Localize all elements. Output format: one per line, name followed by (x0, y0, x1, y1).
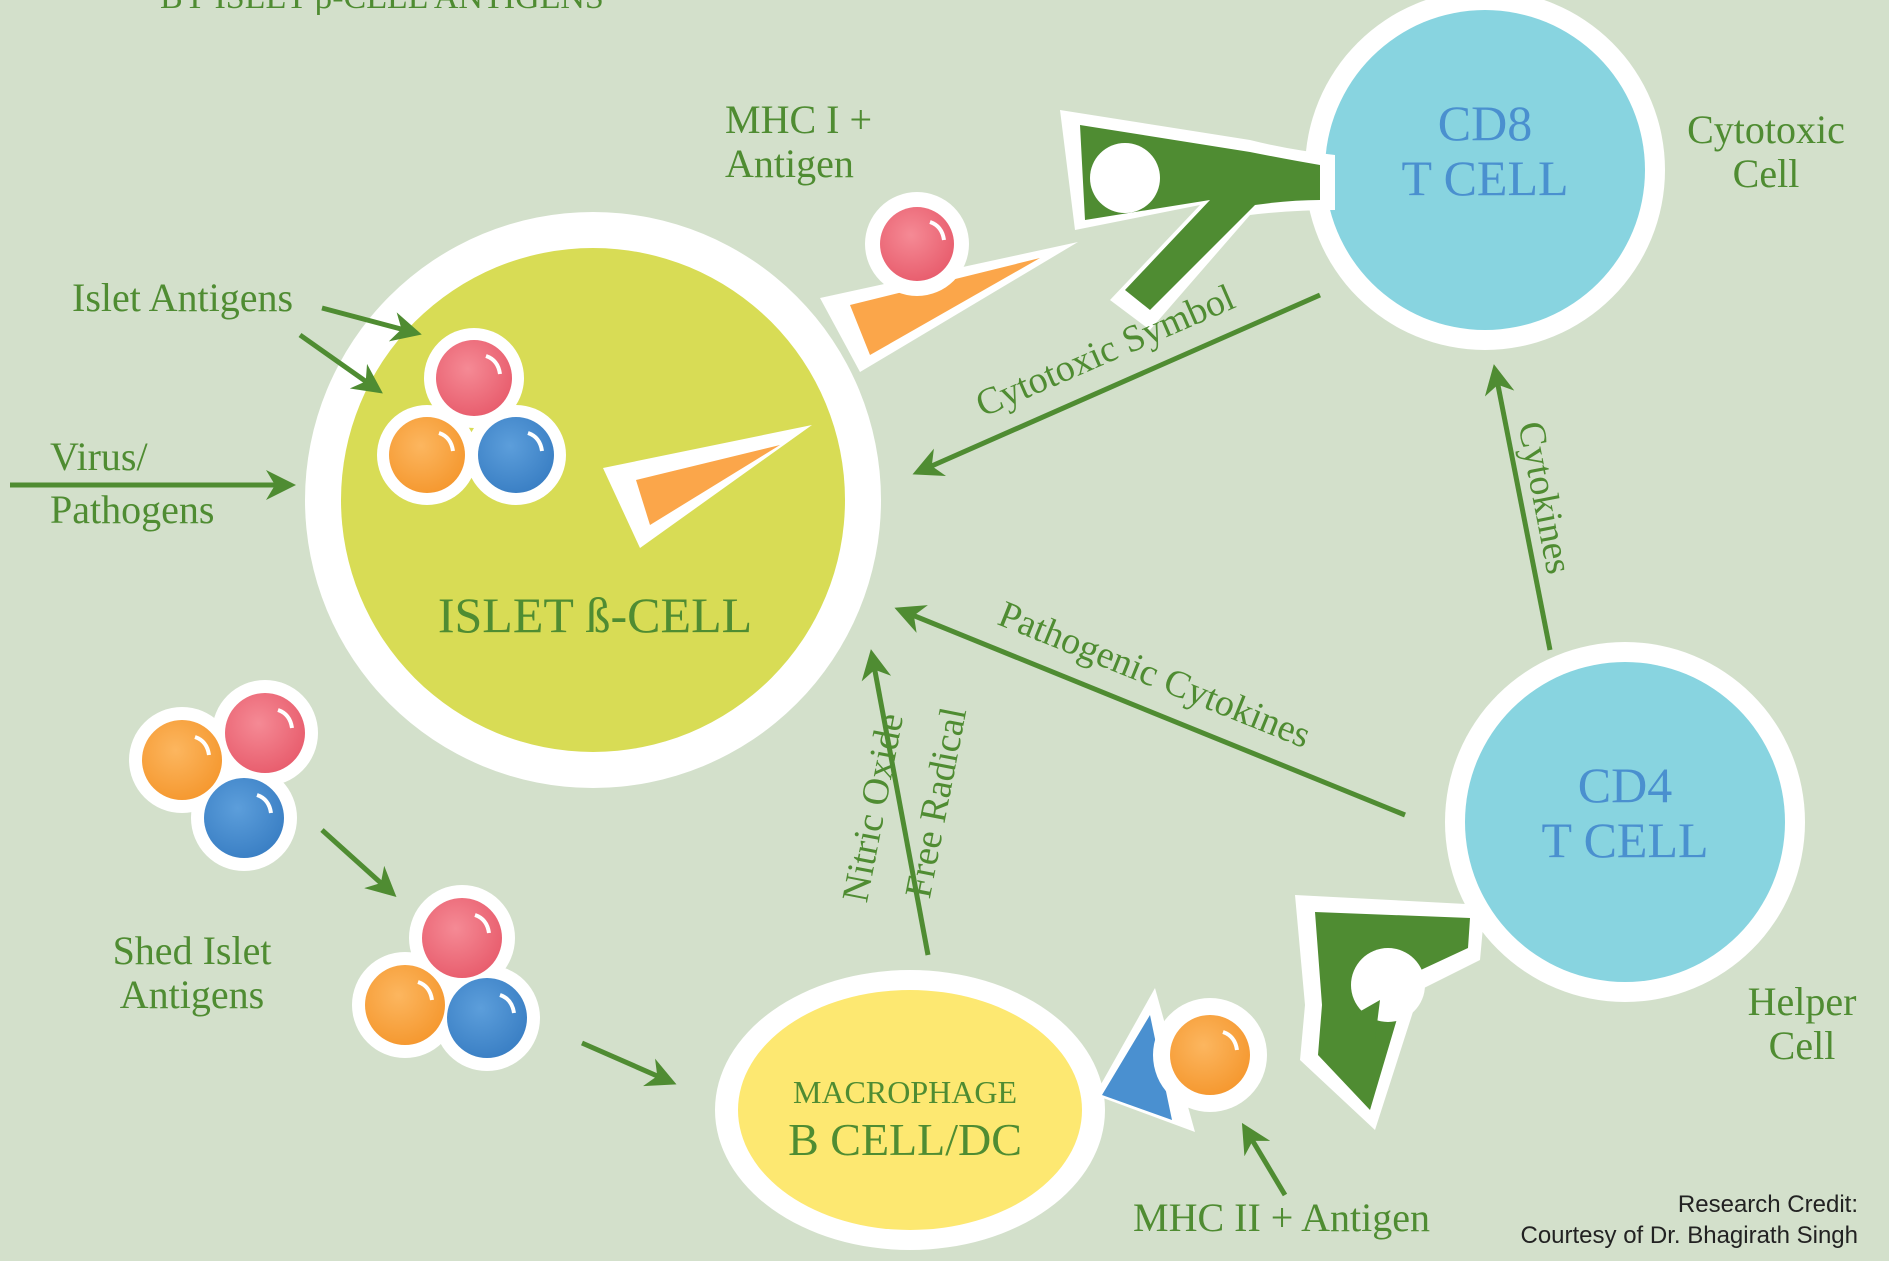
arrow-cytotoxic-symbol (912, 292, 1322, 477)
cd4-label-line1: CD4 (1578, 757, 1672, 813)
macrophage-label-line2: B CELL/DC (788, 1114, 1022, 1165)
helper-cell-label-line2: Cell (1769, 1023, 1836, 1068)
islet-antigens-label: Islet Antigens (72, 275, 293, 320)
mhc2-antigen-complex (1095, 988, 1267, 1132)
arrow-nitric-oxide (861, 649, 931, 956)
virus-label-line2: Pathogens (50, 487, 214, 532)
islet-internal-wedge (603, 425, 812, 548)
cd4-t-cell: CD4 T CELL (1445, 642, 1805, 1002)
cytotoxic-cell-label-line2: Cell (1733, 151, 1800, 196)
mhc2-label: MHC II + Antigen (1133, 1195, 1430, 1240)
islet-antigen-cluster (377, 328, 566, 505)
islet-cell-label: ISLET ß-CELL (438, 587, 752, 643)
cd4-receptor (1295, 895, 1485, 1130)
shed-antigen-cluster-2 (352, 885, 540, 1071)
cytotoxic-symbol-label: Cytotoxic Symbol (970, 276, 1241, 425)
cytotoxic-cell-label-line1: Cytotoxic (1687, 107, 1845, 152)
arrow-islet-antigens-2 (298, 332, 383, 394)
islet-beta-cell: ISLET ß-CELL (305, 212, 881, 788)
shed-islet-label-line2: Antigens (120, 972, 264, 1017)
arrow-islet-antigens-1 (321, 305, 422, 342)
arrow-cytokines (1484, 364, 1553, 651)
arrow-shed-2 (580, 1040, 677, 1087)
virus-label-line1: Virus/ (50, 434, 148, 479)
cd8-t-cell: CD8 T CELL (1305, 0, 1665, 350)
mhc1-label-line1: MHC I + (725, 97, 872, 142)
macrophage-cell: MACROPHAGE B CELL/DC (715, 970, 1105, 1250)
credit-line2: Courtesy of Dr. Bhagirath Singh (1520, 1222, 1858, 1249)
shed-islet-label-line1: Shed Islet (113, 928, 272, 973)
macrophage-label-line1: MACROPHAGE (793, 1074, 1017, 1110)
mhc1-label-line2: Antigen (725, 141, 854, 186)
helper-cell-label-line1: Helper (1748, 979, 1857, 1024)
cd4-label-line2: T CELL (1541, 812, 1708, 868)
arrows (10, 292, 1553, 1197)
arrow-pathogenic-cytokines (894, 605, 1406, 818)
mhc1-antigen-complex (820, 192, 1078, 372)
credit-line1: Research Credit: (1678, 1191, 1858, 1218)
pathogenic-cytokines-label: Pathogenic Cytokines (992, 593, 1316, 756)
header-title-fragment: BY ISLET β-CELL ANTIGENS (160, 0, 604, 16)
cd8-label-line2: T CELL (1401, 150, 1568, 206)
arrow-shed-1 (320, 828, 397, 898)
cd8-label-line1: CD8 (1438, 95, 1532, 151)
shed-antigen-cluster-1 (129, 680, 318, 871)
cd8-receptor (1060, 110, 1335, 330)
arrow-mhc2 (1241, 1122, 1288, 1197)
